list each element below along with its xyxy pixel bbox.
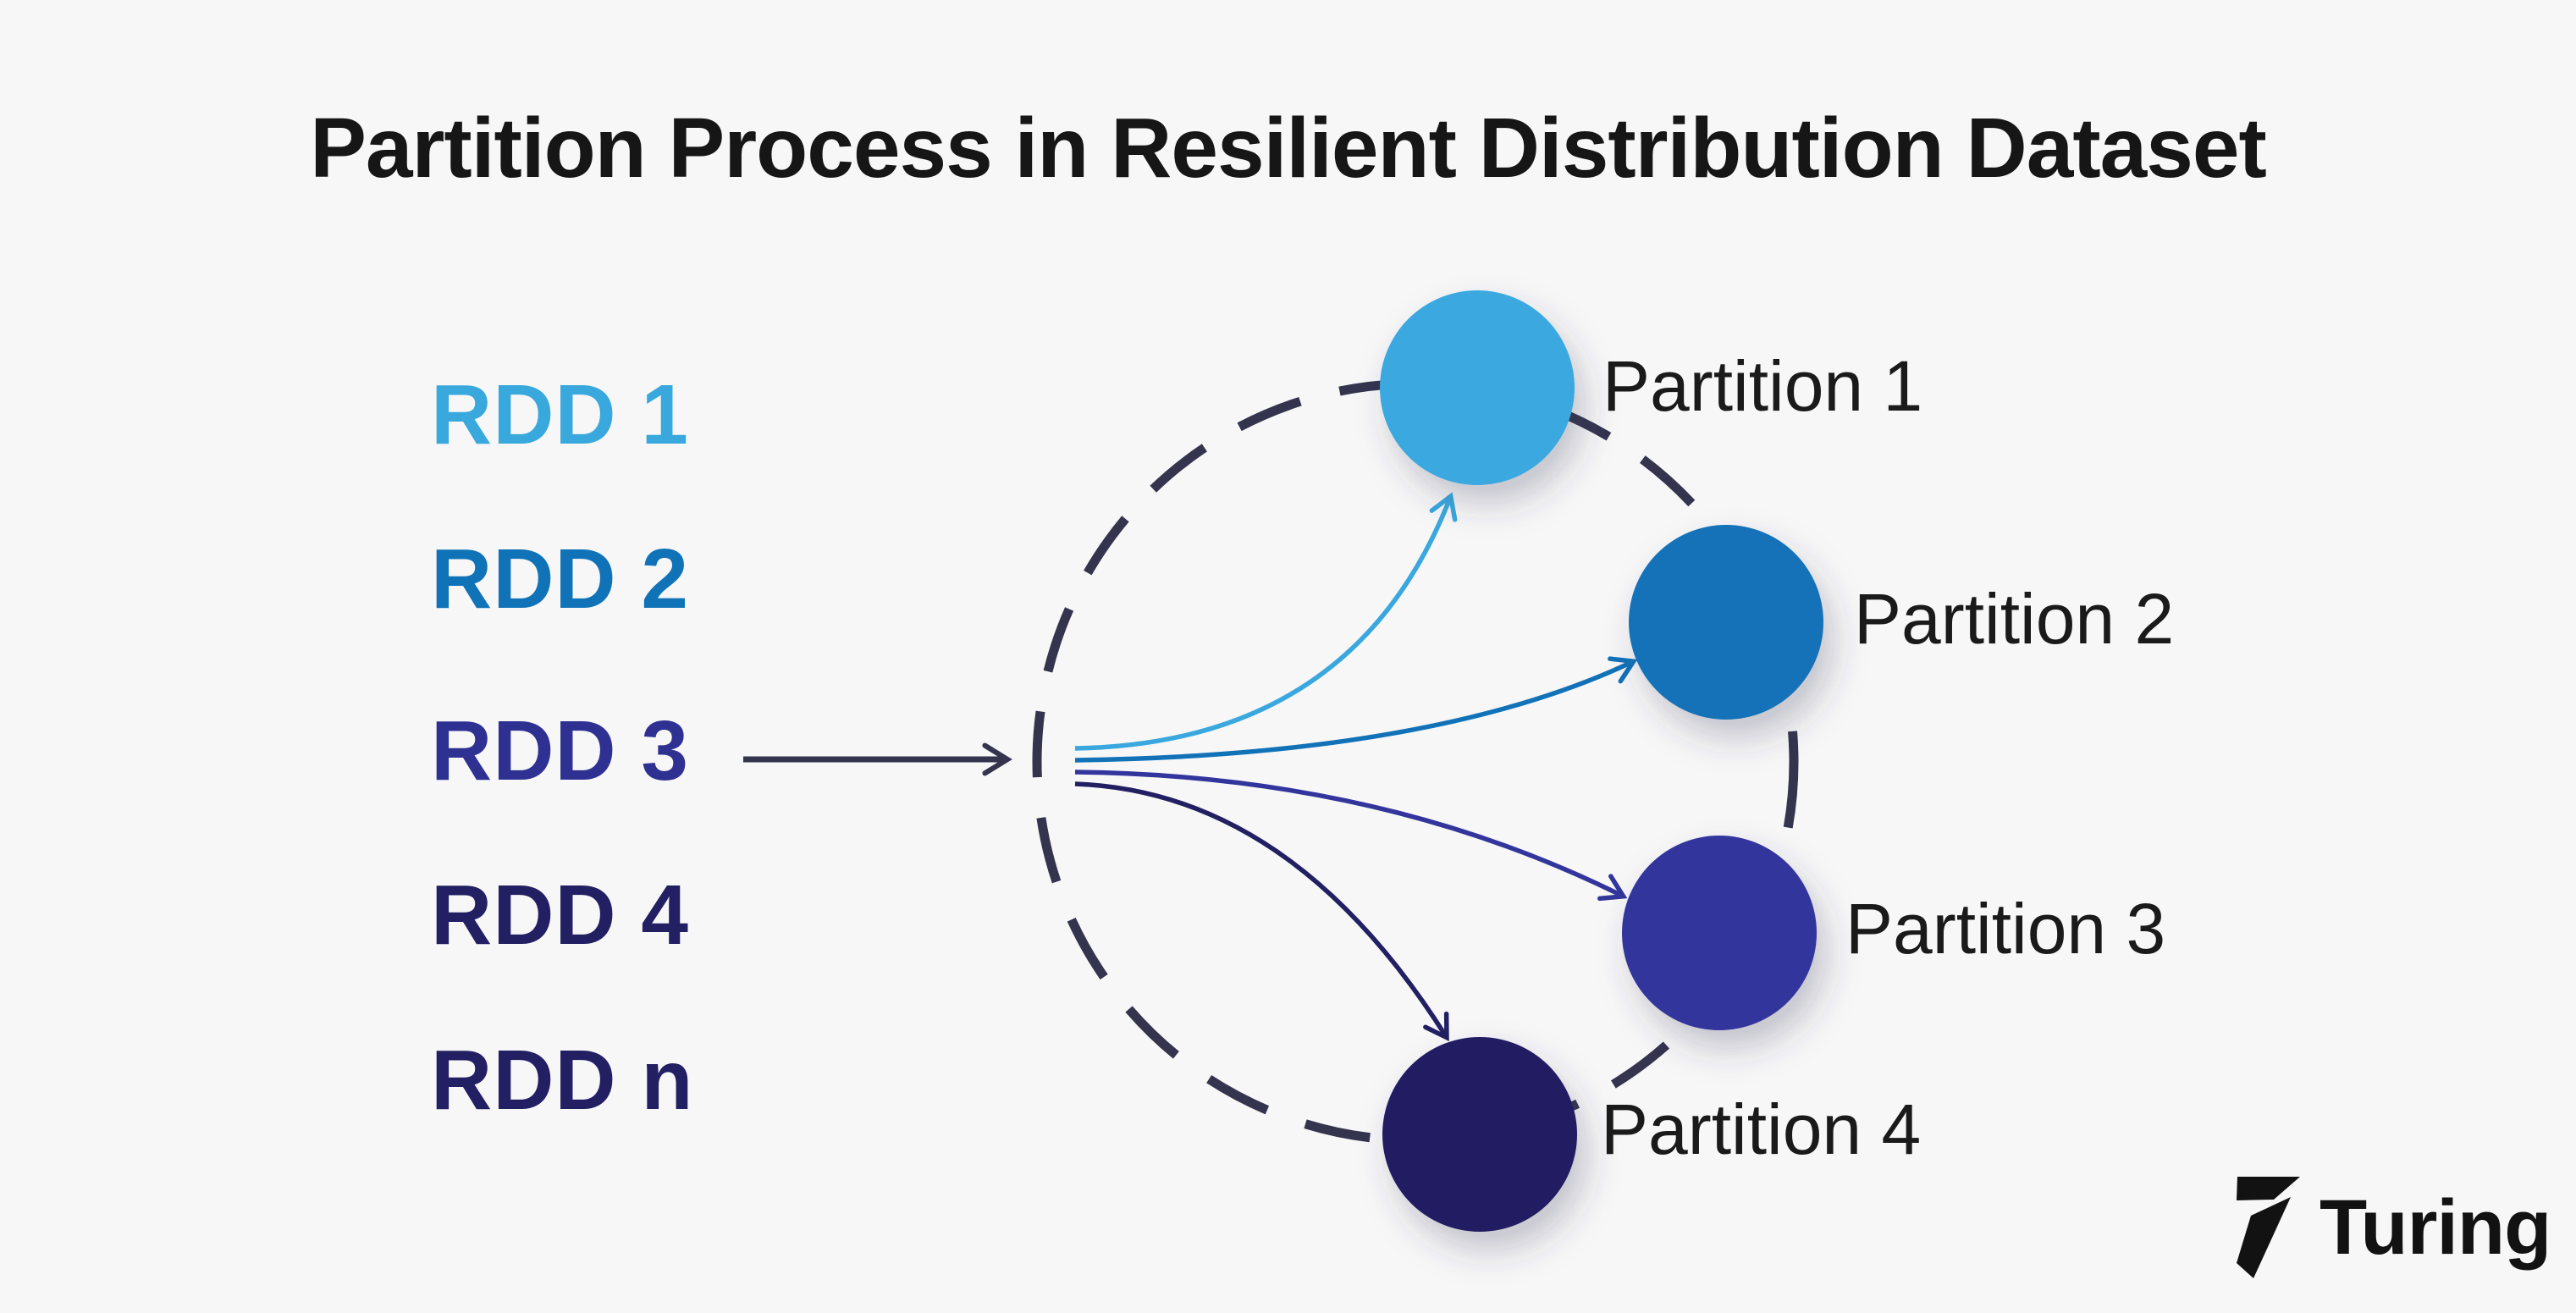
partition-3-label: Partition 3 bbox=[1845, 889, 2166, 968]
partition-3-circle bbox=[1622, 836, 1817, 1030]
partition-2-label: Partition 2 bbox=[1854, 579, 2175, 659]
turing-logo-text: Turing bbox=[2320, 1184, 2551, 1271]
rdd-3-label: RDD 3 bbox=[431, 703, 690, 798]
curve-to-partition-1 bbox=[1074, 492, 1458, 751]
curve-to-partition-2 bbox=[1074, 656, 1638, 763]
partition-4-circle bbox=[1382, 1037, 1577, 1232]
partition-4-label: Partition 4 bbox=[1601, 1090, 1922, 1169]
partition-2-circle bbox=[1629, 525, 1823, 720]
rdd-n-label: RDD n bbox=[431, 1033, 694, 1128]
rdd-2-label: RDD 2 bbox=[431, 532, 690, 626]
curve-to-partition-4 bbox=[1074, 781, 1449, 1041]
rdd-1-label: RDD 1 bbox=[431, 367, 690, 462]
rdd-4-label: RDD 4 bbox=[431, 868, 690, 963]
rdd-dashed-circle bbox=[1032, 378, 1799, 1145]
page-title: Partition Process in Resilient Distribut… bbox=[310, 101, 2267, 196]
partition-1-circle bbox=[1380, 290, 1575, 485]
partition-1-label: Partition 1 bbox=[1602, 346, 1923, 426]
turing-logo-icon bbox=[2237, 1177, 2300, 1278]
curve-to-partition-3 bbox=[1074, 770, 1628, 902]
